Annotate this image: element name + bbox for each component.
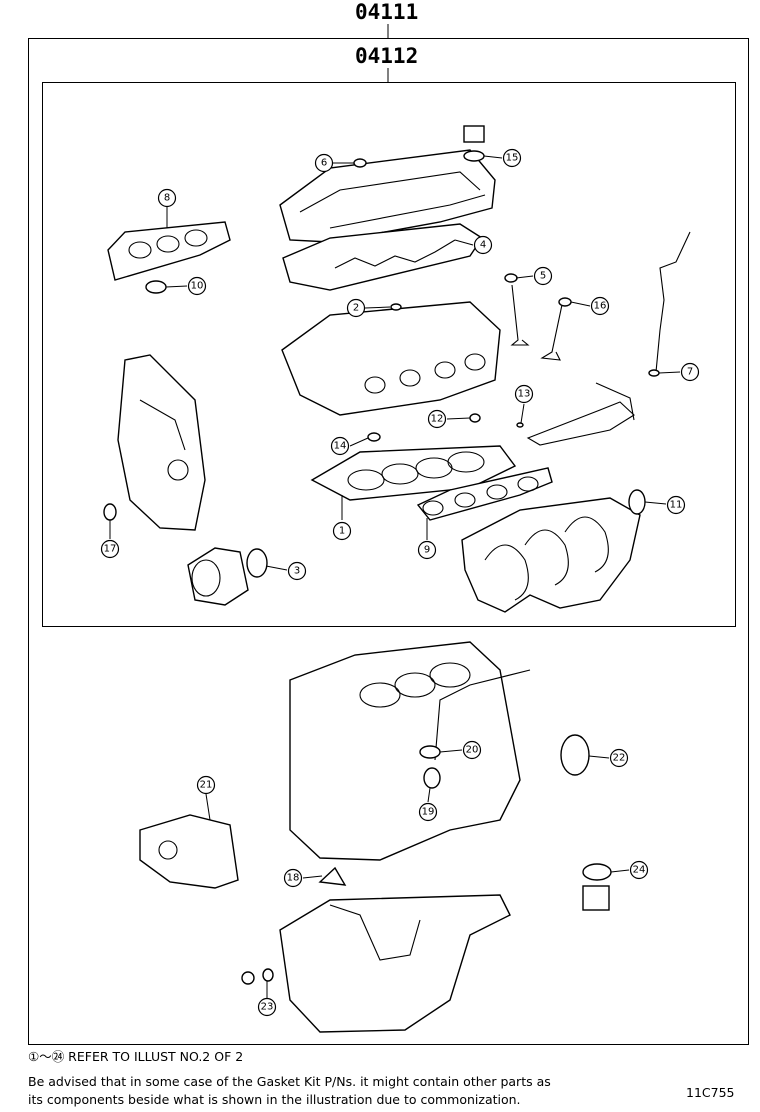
advice-note-line-1: Be advised that in some case of the Gask… bbox=[28, 1074, 551, 1089]
svg-text:15: 15 bbox=[506, 153, 519, 164]
callout-12: 12 bbox=[427, 409, 447, 429]
refer-note: ①～㉔ REFER TO ILLUST NO.2 OF 2 bbox=[28, 1049, 244, 1064]
svg-text:10: 10 bbox=[191, 281, 204, 292]
callout-16: 16 bbox=[590, 296, 610, 316]
block-dipstick-tube bbox=[434, 669, 531, 761]
svg-text:4: 4 bbox=[480, 240, 486, 251]
svg-text:16: 16 bbox=[594, 301, 607, 312]
water-outlet-gasket bbox=[145, 280, 167, 294]
injector-o-ring bbox=[516, 422, 524, 428]
callout-6: 6 bbox=[314, 153, 334, 173]
callout-3: 3 bbox=[287, 561, 307, 581]
svg-text:13: 13 bbox=[518, 389, 531, 400]
subkit-boundary bbox=[42, 82, 736, 627]
intake-manifold-gasket bbox=[416, 467, 553, 521]
svg-text:12: 12 bbox=[431, 414, 444, 425]
water-pump-o-ring bbox=[246, 548, 268, 578]
timing-chain-cover bbox=[117, 354, 206, 531]
callout-17: 17 bbox=[100, 539, 120, 559]
callout-14: 14 bbox=[330, 436, 350, 456]
dipstick-guide bbox=[655, 231, 691, 373]
filter-bracket-gasket bbox=[582, 863, 612, 881]
callout-24: 24 bbox=[629, 860, 649, 880]
oil-filter-bracket bbox=[582, 885, 610, 911]
callout-15: 15 bbox=[502, 148, 522, 168]
injector-seal bbox=[469, 413, 481, 423]
svg-text:1: 1 bbox=[339, 526, 345, 537]
dipstick-gasket bbox=[419, 745, 441, 759]
throttle-body-gasket bbox=[628, 489, 646, 515]
svg-text:21: 21 bbox=[200, 780, 213, 791]
svg-text:22: 22 bbox=[613, 753, 626, 764]
cylinder-head bbox=[281, 301, 501, 416]
svg-text:3: 3 bbox=[294, 566, 300, 577]
svg-text:24: 24 bbox=[633, 865, 646, 876]
intake-manifold bbox=[461, 497, 641, 613]
svg-text:18: 18 bbox=[287, 873, 300, 884]
svg-text:9: 9 bbox=[424, 545, 430, 556]
oil-pump-cover bbox=[139, 814, 239, 889]
water-pump bbox=[187, 547, 249, 606]
svg-text:17: 17 bbox=[104, 544, 117, 555]
svg-text:14: 14 bbox=[334, 441, 347, 452]
callout-leaders bbox=[109, 155, 681, 998]
oil-filler-gasket bbox=[463, 150, 485, 162]
callout-22: 22 bbox=[609, 748, 629, 768]
kit-part-number: 04111 bbox=[355, 0, 419, 24]
svg-text:11: 11 bbox=[670, 500, 683, 511]
fuel-rail bbox=[526, 401, 635, 446]
svg-text:7: 7 bbox=[687, 367, 693, 378]
callout-1: 1 bbox=[332, 521, 352, 541]
drain-plug bbox=[241, 971, 255, 985]
callout-2: 2 bbox=[346, 298, 366, 318]
oil-strainer-gasket bbox=[318, 866, 347, 886]
subkit-part-number: 04112 bbox=[355, 44, 419, 68]
valve-stem-seal-in bbox=[504, 273, 518, 283]
callout-21: 21 bbox=[196, 775, 216, 795]
cover-bolt-seal bbox=[353, 158, 367, 168]
callout-8: 8 bbox=[157, 188, 177, 208]
callout-9: 9 bbox=[417, 540, 437, 560]
oil-pan bbox=[279, 894, 511, 1033]
callout-7: 7 bbox=[680, 362, 700, 382]
oil-filler-cap bbox=[463, 125, 485, 143]
callout-5: 5 bbox=[533, 266, 553, 286]
svg-text:2: 2 bbox=[353, 303, 359, 314]
rear-oil-seal bbox=[560, 734, 590, 776]
advice-note-line-2: its components beside what is shown in t… bbox=[28, 1092, 521, 1107]
callout-20: 20 bbox=[462, 740, 482, 760]
exhaust-manifold-gasket bbox=[107, 221, 231, 281]
svg-text:20: 20 bbox=[466, 745, 479, 756]
kit-boundary bbox=[28, 38, 749, 1045]
svg-text:5: 5 bbox=[540, 271, 546, 282]
figure-id: 11C755 bbox=[686, 1085, 735, 1100]
callout-10: 10 bbox=[187, 276, 207, 296]
svg-text:19: 19 bbox=[422, 807, 435, 818]
dipstick-o-ring bbox=[648, 369, 660, 377]
callout-11: 11 bbox=[666, 495, 686, 515]
callout-19: 19 bbox=[418, 802, 438, 822]
plug-gasket bbox=[390, 303, 402, 311]
intake-valve bbox=[510, 284, 530, 346]
svg-text:23: 23 bbox=[261, 1002, 274, 1013]
exhaust-valve bbox=[540, 299, 564, 361]
fuel-pipe bbox=[595, 382, 635, 421]
block-seal bbox=[423, 767, 441, 789]
callout-4: 4 bbox=[473, 235, 493, 255]
crankshaft-front-seal bbox=[103, 503, 117, 521]
svg-text:8: 8 bbox=[164, 193, 170, 204]
callout-13: 13 bbox=[514, 384, 534, 404]
callout-18: 18 bbox=[283, 868, 303, 888]
drain-plug-gasket bbox=[262, 968, 274, 982]
valve-stem-seal-ex bbox=[558, 297, 572, 307]
cylinder-block bbox=[289, 641, 521, 861]
cylinder-head-cover bbox=[279, 149, 496, 243]
camshaft-seal bbox=[367, 432, 381, 442]
callout-23: 23 bbox=[257, 997, 277, 1017]
svg-text:6: 6 bbox=[321, 158, 327, 169]
